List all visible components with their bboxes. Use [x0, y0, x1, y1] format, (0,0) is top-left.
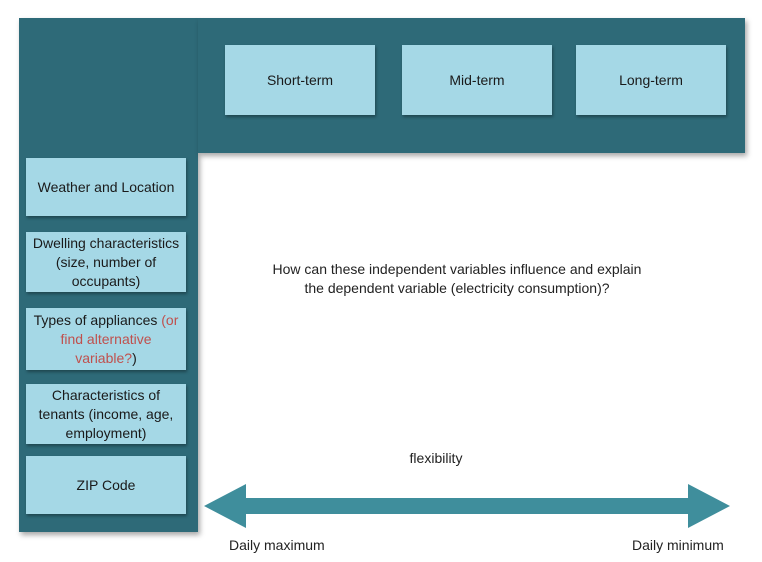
variable-dwelling-box: Dwelling characteristics (size, number o… [26, 232, 186, 292]
horizon-mid-term-box: Mid-term [402, 45, 552, 115]
double-arrow-icon [204, 484, 730, 528]
horizon-long-term-box: Long-term [576, 45, 726, 115]
variable-zip-label: ZIP Code [76, 476, 136, 493]
variable-tenants-box: Characteristics of tenants (income, age,… [26, 384, 186, 444]
variable-appliances-note: (or find alternative variable? [60, 311, 179, 366]
variable-weather-box: Weather and Location [26, 158, 186, 216]
variable-appliances-label: Types of appliances (or find alternative… [32, 311, 180, 368]
variable-zip-box: ZIP Code [26, 456, 186, 514]
variable-appliances-main: Types of appliances [33, 311, 162, 328]
double-arrow-shape [204, 484, 730, 528]
horizon-long-term-label: Long-term [619, 71, 683, 88]
variable-dwelling-label: Dwelling characteristics (size, number o… [32, 234, 180, 289]
research-question: How can these independent variables infl… [272, 261, 642, 296]
horizon-short-term-box: Short-term [225, 45, 375, 115]
daily-maximum-label: Daily maximum [229, 537, 325, 553]
horizon-short-term-label: Short-term [266, 71, 334, 88]
variable-appliances-close: ) [132, 349, 137, 366]
variable-tenants-label: Characteristics of tenants (income, age,… [38, 386, 174, 441]
variable-weather-label: Weather and Location [37, 178, 175, 195]
flexibility-label: flexibility [409, 450, 463, 466]
variable-appliances-box: Types of appliances (or find alternative… [26, 308, 186, 370]
daily-minimum-label: Daily minimum [632, 537, 724, 553]
horizon-mid-term-label: Mid-term [449, 71, 505, 88]
